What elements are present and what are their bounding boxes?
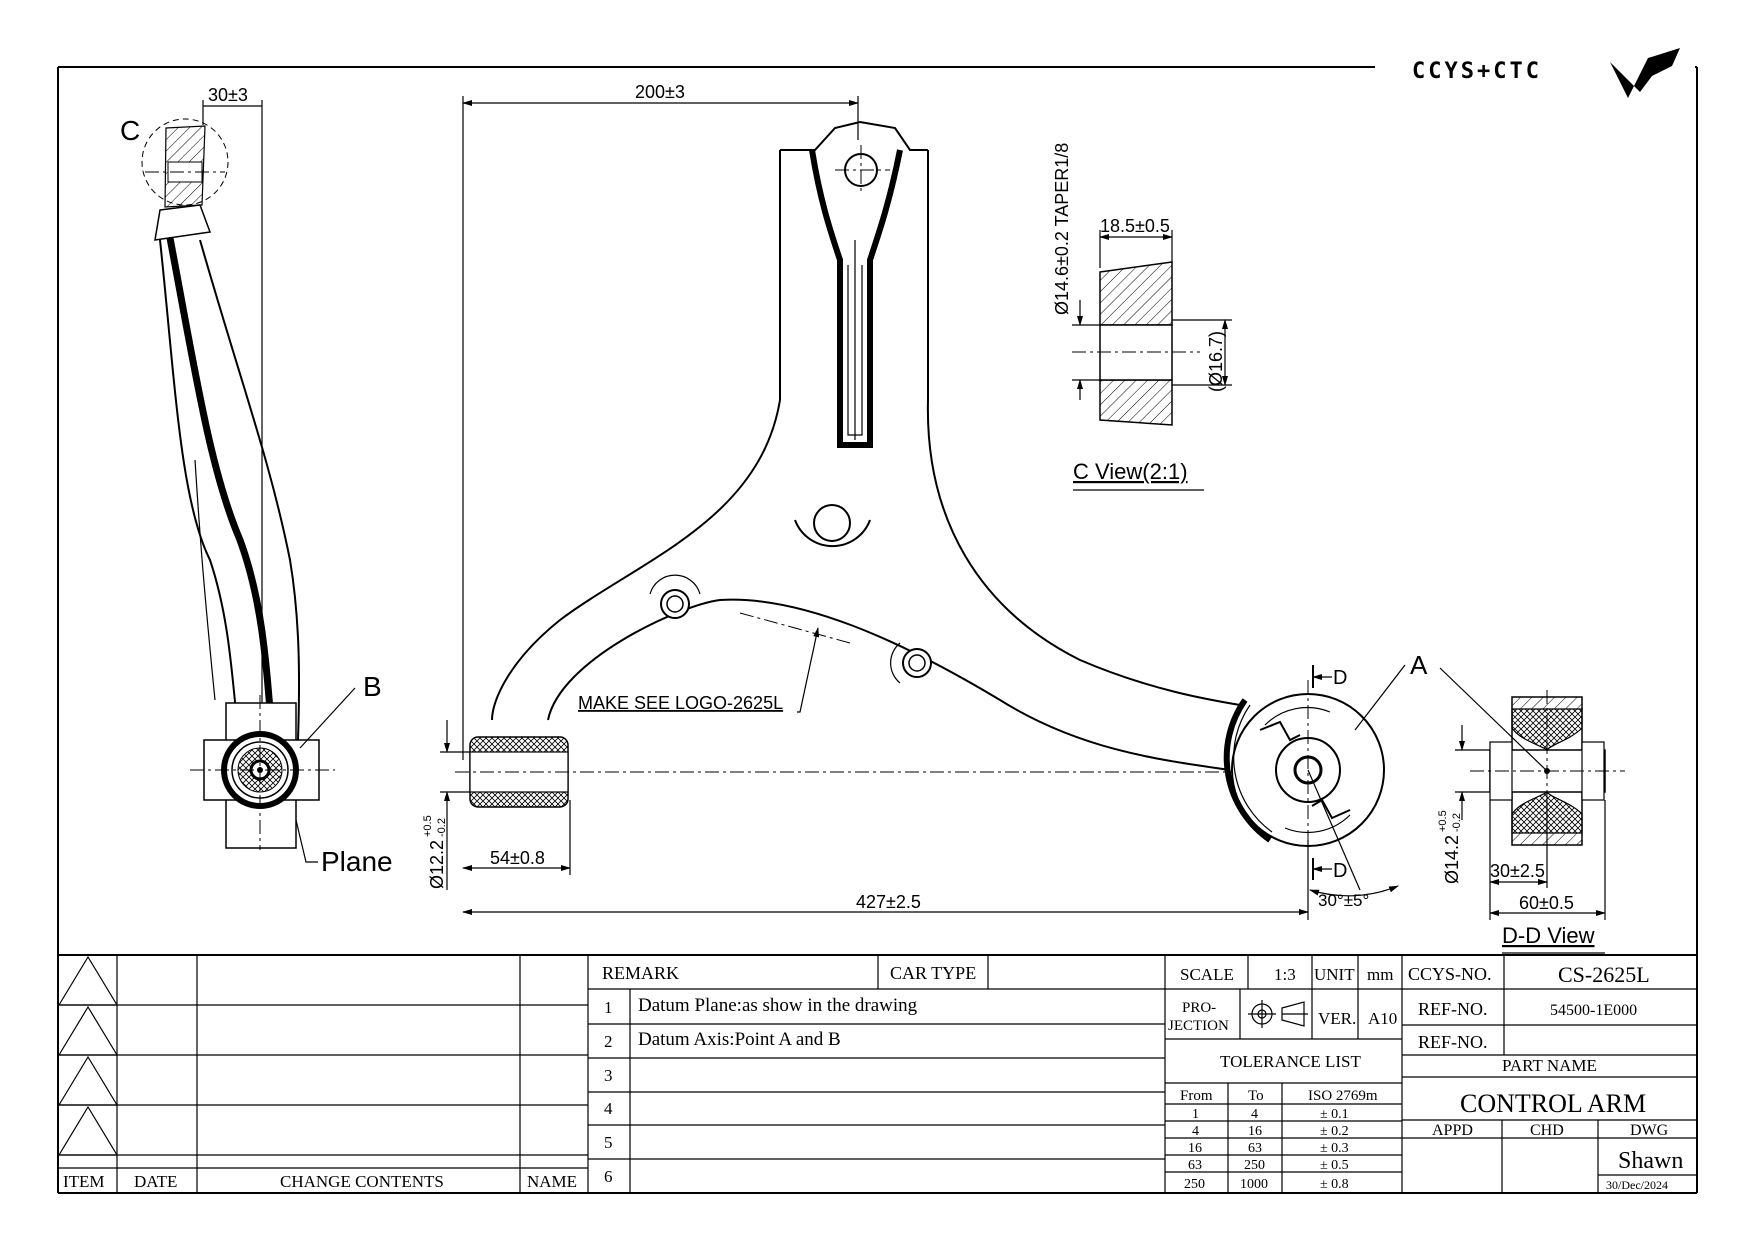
section-c-label: C [120,115,140,146]
unit-value: mm [1367,965,1393,984]
svg-text:4: 4 [1192,1124,1199,1139]
main-view: 200±3 MAKE SEE LOGO-2625L [422,82,1428,920]
title-block: ITEM DATE CHANGE CONTENTS NAME REMARK CA… [57,954,1697,1193]
svg-text:From: From [1180,1088,1213,1104]
dd-view-title: D-D View [1502,923,1595,948]
side-view: C 30±3 B Plane [120,85,393,877]
rev-header-contents: CHANGE CONTENTS [280,1172,444,1191]
logo-wing-icon [1610,48,1680,98]
svg-text:2: 2 [604,1032,613,1051]
svg-text:4: 4 [1251,1107,1258,1122]
svg-text:-0.2: -0.2 [436,818,448,837]
svg-text:1: 1 [604,998,613,1017]
c-view-dim-dia: (Ø16.7) [1206,331,1226,392]
main-dim-top: 200±3 [635,82,685,102]
side-dim-top: 30±3 [208,85,248,105]
drawing-date: 30/Dec/2024 [1606,1178,1668,1192]
svg-text:± 0.3: ± 0.3 [1320,1141,1349,1156]
section-d-bottom: D [1333,860,1347,882]
ref-value-1: 54500-1E000 [1550,1002,1637,1019]
c-view: Ø14.6±0.2 TAPER1/8 18.5±0.5 (Ø16.7) C Vi… [1052,143,1232,491]
svg-text:± 0.5: ± 0.5 [1320,1158,1349,1173]
rev-header-item: ITEM [63,1172,105,1191]
svg-text:250: 250 [1184,1177,1205,1192]
dd-view-dim-outer: 60±0.5 [1519,893,1574,913]
dd-view-dia: Ø14.2 [1442,835,1462,884]
svg-text:JECTION: JECTION [1168,1018,1229,1034]
svg-text:+0.5: +0.5 [1437,810,1449,832]
c-view-taper: Ø14.6±0.2 TAPER1/8 [1052,143,1072,315]
drawing-info: SCALE 1:3 UNIT mm PRO- JECTION VER. A10 … [1165,955,1403,1193]
rev-header-name: NAME [527,1172,577,1191]
svg-text:-0.2: -0.2 [1451,813,1463,832]
svg-text:PRO-: PRO- [1182,1000,1216,1016]
svg-text:5: 5 [604,1133,613,1152]
scale-value: 1:3 [1274,965,1296,984]
company-logo: CCYS+CTC [1412,48,1680,98]
svg-text:To: To [1248,1088,1264,1104]
svg-text:63: 63 [1188,1158,1202,1173]
svg-text:3: 3 [604,1066,613,1085]
drawn-by: Shawn [1618,1148,1683,1174]
svg-text:± 0.8: ± 0.8 [1320,1177,1349,1192]
side-dia-bushing: Ø12.2 [427,840,447,889]
scale-label: SCALE [1180,965,1234,984]
label-plane: Plane [321,846,393,877]
svg-text:250: 250 [1244,1158,1265,1173]
remarks-table: REMARK CAR TYPE 1 Datum Plane:as show in… [588,955,1166,1193]
unit-label: UNIT [1314,965,1355,984]
appd-label: APPD [1432,1122,1473,1139]
svg-text:± 0.2: ± 0.2 [1320,1124,1349,1139]
part-name-label: PART NAME [1502,1056,1597,1075]
revision-triangle-icon [57,955,119,1156]
main-angle: 30°±5° [1318,891,1369,910]
svg-text:6: 6 [604,1167,613,1186]
logo-text: CCYS+CTC [1412,59,1542,84]
revision-table: ITEM DATE CHANGE CONTENTS NAME [57,955,589,1193]
dwg-label: DWG [1630,1122,1669,1139]
main-dim-bushing: 54±0.8 [490,848,545,868]
ref-label-2: REF-NO. [1418,1032,1488,1052]
car-type-label: CAR TYPE [890,963,976,983]
part-name: CONTROL ARM [1460,1089,1646,1118]
svg-text:1000: 1000 [1240,1177,1268,1192]
c-view-dim-len: 18.5±0.5 [1100,216,1170,236]
remark-header: REMARK [602,963,679,983]
label-b: B [363,671,382,702]
svg-text:1: 1 [1192,1107,1199,1122]
part-info: CCYS-NO. CS-2625L REF-NO. 54500-1E000 RE… [1402,955,1697,1193]
projection-symbol-icon [1248,1000,1308,1028]
remark-row-1: Datum Plane:as show in the drawing [638,995,918,1016]
rev-header-date: DATE [134,1172,177,1191]
section-d-top: D [1333,667,1347,689]
svg-text:ISO 2769m: ISO 2769m [1308,1088,1378,1104]
svg-text:16: 16 [1188,1141,1202,1156]
drawing-border [57,66,1698,1194]
svg-text:± 0.1: ± 0.1 [1320,1107,1349,1122]
ver-label: VER. [1318,1009,1356,1028]
tolerance-title: TOLERANCE LIST [1220,1052,1361,1071]
logo-note: MAKE SEE LOGO-2625L [578,693,783,713]
svg-text:16: 16 [1248,1124,1262,1139]
main-dim-overall: 427±2.5 [856,892,921,912]
svg-text:63: 63 [1248,1141,1262,1156]
svg-text:+0.5: +0.5 [422,815,434,837]
svg-text:4: 4 [604,1099,613,1118]
ref-label-1: REF-NO. [1418,999,1488,1019]
ver-value: A10 [1368,1009,1397,1028]
dd-view-dim-inner: 30±2.5 [1490,861,1545,881]
ccys-value: CS-2625L [1558,962,1650,987]
chd-label: CHD [1530,1122,1564,1139]
ccys-label: CCYS-NO. [1408,964,1492,984]
dd-view: Ø14.2 +0.5 -0.2 30±2.5 60±0.5 D-D View [1437,667,1625,954]
c-view-title: C View(2:1) [1073,459,1188,484]
label-a: A [1410,650,1428,680]
remark-row-2: Datum Axis:Point A and B [638,1029,841,1050]
